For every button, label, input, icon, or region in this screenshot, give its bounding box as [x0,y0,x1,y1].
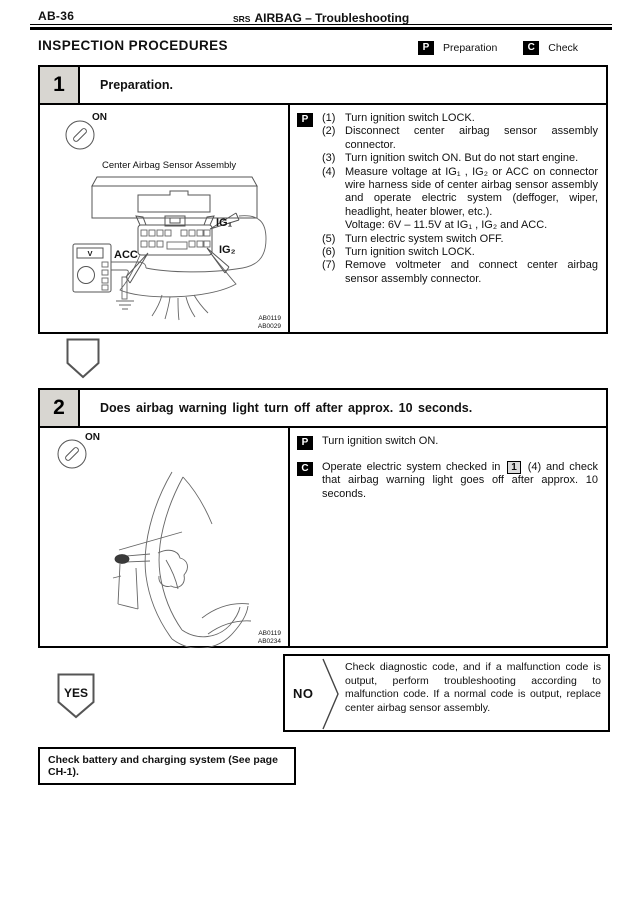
instruction-item: (5) Turn electric system switch OFF. [322,233,598,246]
step-2-title: Does airbag warning light turn off after… [100,401,473,415]
instruction-item: (6) Turn ignition switch LOCK. [322,246,598,259]
step-reference-box: 1 [507,461,521,474]
check-text: Operate electric system checked in 1 (4)… [322,461,598,501]
preparation-label: Preparation [443,42,498,54]
footer-note-box: Check battery and charging system (See p… [38,747,296,785]
instruction-text: Turn ignition switch LOCK. [345,246,475,259]
no-label: NO [293,686,314,701]
voltmeter-icon [72,243,147,310]
figure-caption: Center Airbag Sensor Assembly [102,160,236,171]
instruction-item: (7) Remove voltmeter and connect center … [322,259,598,286]
no-branch-box: NO Check diagnostic code, and if a malfu… [283,654,610,732]
preparation-badge: P [418,41,434,55]
yes-branch-arrow: YES [57,673,95,719]
test-probes-drawing [125,212,267,284]
sensor-assembly-drawing [91,176,258,219]
step-1-body: ON Center Airbag Sensor Assembly [40,105,606,332]
step-2-header: 2 Does airbag warning light turn off aft… [40,390,606,428]
instruction-text: Measure voltage at IG₁ , IG₂ or ACC on c… [345,165,598,218]
step-1-header: 1 Preparation. [40,67,606,105]
instruction-number: (7) [322,259,336,272]
instruction-number: (4) [322,165,336,178]
key-position-label: ON [92,112,107,123]
figure-code-2: AB0029 [258,323,282,330]
step-1-instructions: P (1) Turn ignition switch LOCK. (2) Dis… [290,105,606,332]
check-text-after: (4) and check that airbag warning light … [322,461,598,500]
instruction-item: (2) Disconnect center airbag sensor asse… [322,125,598,152]
footer-note-text: Check battery and charging system (See p… [48,754,278,778]
instruction-number: (2) [322,125,336,138]
voltage-note: Voltage: 6V – 11.5V at IG₁ , IG₂ and ACC… [345,219,548,232]
ig2-label: IG₂ [219,244,236,256]
preparation-text: Turn ignition switch ON. [322,435,439,447]
instruction-number: (3) [322,152,336,165]
instruction-text: Disconnect center airbag sensor assembly… [345,125,598,151]
preparation-badge: P [297,436,313,450]
check-label: Check [548,42,579,54]
instruction-number: (1) [322,112,336,124]
figure-code-1: AB0119 [258,315,281,322]
instruction-item: (1) Turn ignition switch LOCK. [322,112,598,125]
connector-drawing [119,215,237,321]
steering-wheel-sketch [112,471,252,649]
header-title-text: AIRBAG – Troubleshooting [254,11,410,25]
instruction-text: Turn electric system switch OFF. [345,232,504,245]
ignition-key-icon [57,439,87,469]
page-code: AB-36 [38,9,75,23]
step-1-box: 1 Preparation. ON Center Airbag Sensor A… [38,65,608,334]
step-2-figure: ON [40,428,290,649]
instruction-text: Turn ignition switch LOCK. [345,112,475,124]
step-2-number: 2 [40,390,80,426]
steering-wheel-drawing: ON [57,432,282,649]
step-1-number: 1 [40,67,80,103]
instruction-item: (3) Turn ignition switch ON. But do not … [322,152,598,165]
step-2-instructions: P Turn ignition switch ON. C Operate ele… [290,428,606,646]
series-label: SRS [233,14,251,24]
instruction-number: (6) [322,246,336,259]
key-position-label: ON [85,432,100,443]
step-1-figure: ON Center Airbag Sensor Assembly [40,105,290,332]
step-2-box: 2 Does airbag warning light turn off aft… [38,388,608,649]
step-1-title: Preparation. [100,78,173,92]
ignition-key-icon [65,120,95,150]
combination-switch-knob [114,554,130,564]
step-2-body: ON [40,428,606,649]
preparation-badge: P [297,113,313,127]
acc-label: ACC [114,249,138,261]
no-branch-text: Check diagnostic code, and if a malfunct… [345,661,601,714]
section-title: INSPECTION PROCEDURES [38,38,228,53]
ig1-label: IG₁ [216,217,233,229]
figure-code-2: AB0234 [258,638,282,645]
instruction-item: (4) Measure voltage at IG₁ , IG₂ or ACC … [322,166,598,233]
meter-v-label: V [87,249,92,258]
legend: P Preparation C Check [418,41,578,55]
check-text-before: Operate electric system checked in [322,461,501,473]
flow-down-arrow [66,338,100,379]
spacer [297,450,598,461]
header-rule [30,24,612,30]
instruction-number: (5) [322,232,336,245]
figure-code-1: AB0119 [258,630,281,637]
sensor-voltage-check-drawing: ON Center Airbag Sensor Assembly [65,112,282,330]
yes-label: YES [64,686,88,700]
check-badge: C [297,462,313,476]
no-chevron-icon [322,658,339,730]
instruction-text: Turn ignition switch ON. But do not star… [345,152,579,165]
check-badge: C [523,41,540,55]
instruction-text: Remove voltmeter and connect center airb… [345,259,598,285]
